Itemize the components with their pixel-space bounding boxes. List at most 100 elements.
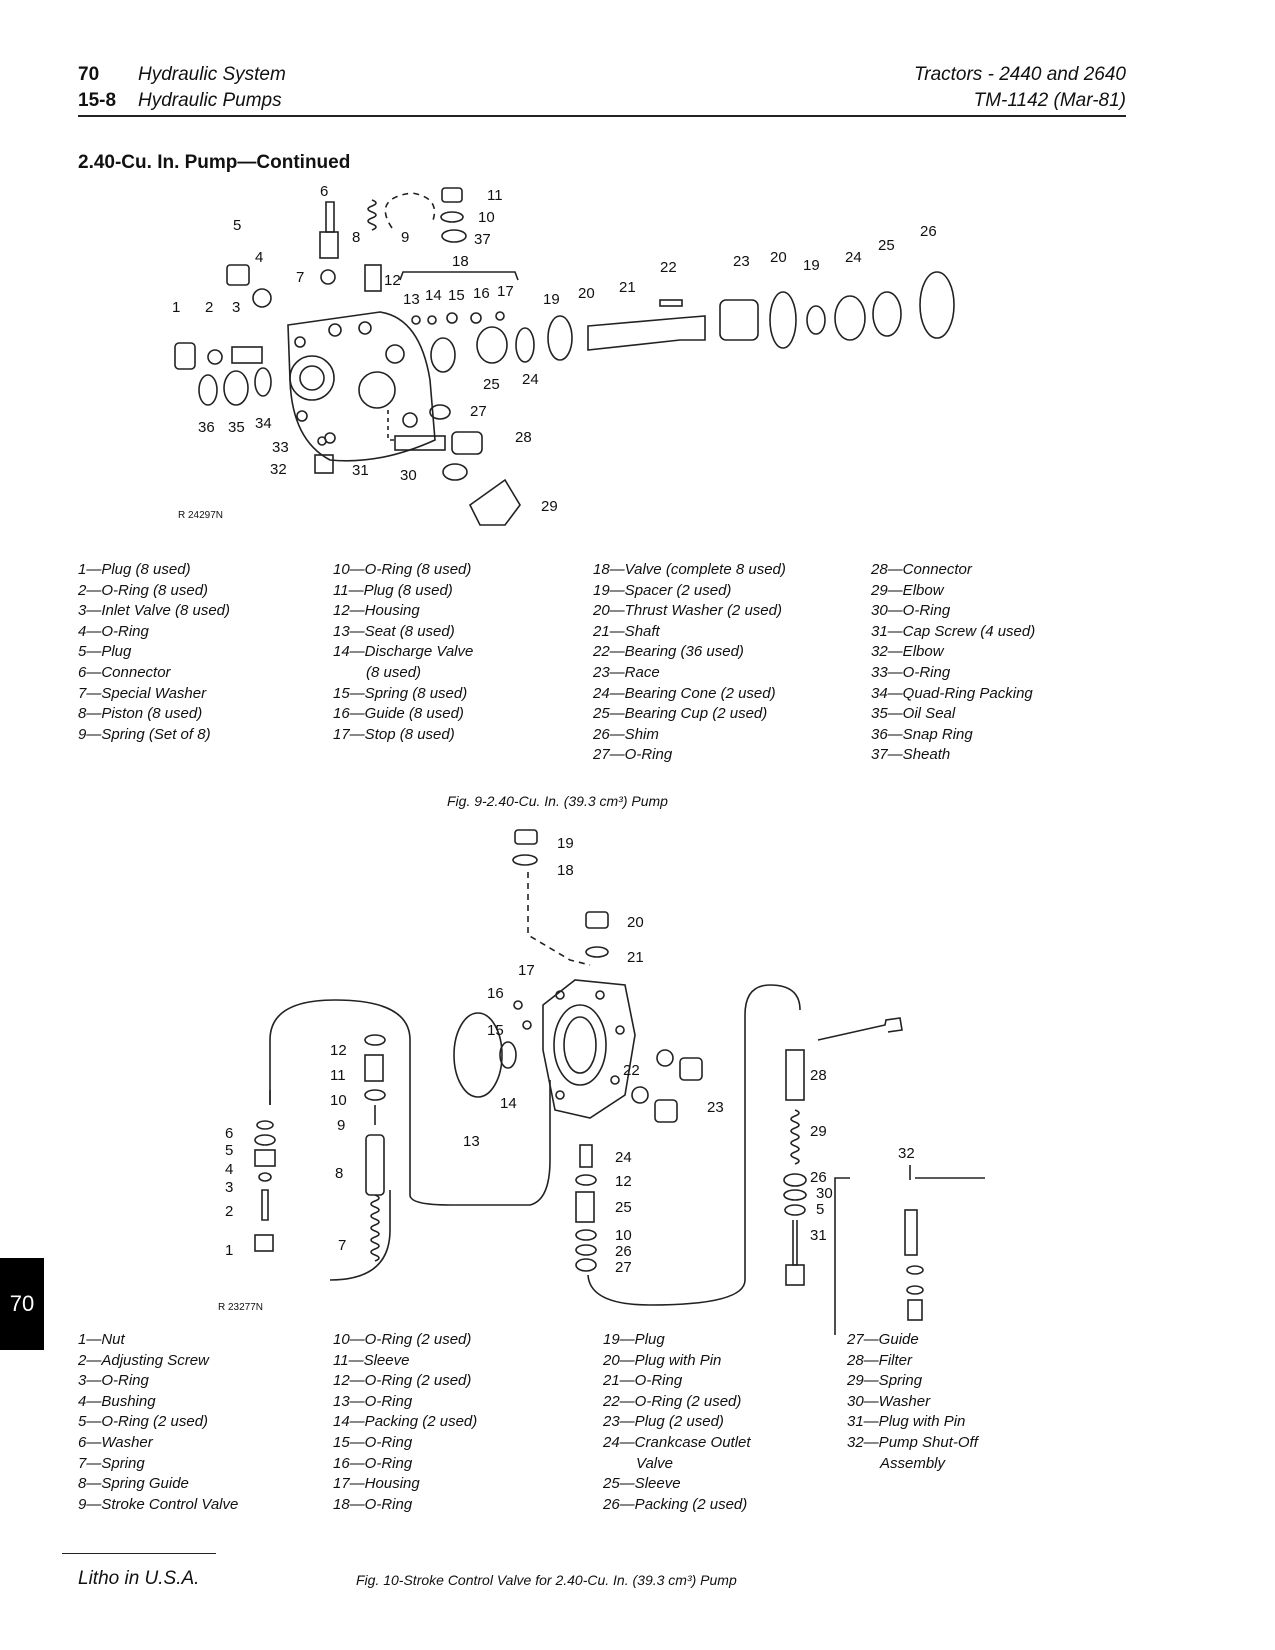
- callout: 3: [225, 1179, 233, 1196]
- callout: 18: [452, 253, 469, 270]
- legend-item: 24—Crankcase Outlet: [603, 1433, 751, 1451]
- sub-number: 15-8: [78, 90, 117, 111]
- callout: 5: [816, 1201, 824, 1218]
- legend-item: 16—O-Ring: [333, 1454, 413, 1472]
- callout: 24: [845, 249, 862, 266]
- legend-item: 14—Packing (2 used): [333, 1413, 478, 1431]
- legend-item: 24—Bearing Cone (2 used): [593, 684, 776, 702]
- callout: 23: [733, 253, 750, 270]
- callout: 8: [352, 229, 360, 246]
- legend-item: Valve: [636, 1454, 673, 1472]
- callout: 6: [320, 183, 328, 200]
- legend-item: 2—Adjusting Screw: [78, 1351, 209, 1369]
- callout: 30: [816, 1185, 833, 1202]
- legend-item: 9—Stroke Control Valve: [78, 1495, 239, 1513]
- callout: 19: [543, 291, 560, 308]
- callout: 11: [487, 187, 503, 204]
- callout: 29: [810, 1123, 827, 1140]
- callout: 16: [473, 285, 490, 302]
- page-header-right: Tractors - 2440 and 2640 TM-1142 (Mar-81…: [780, 62, 1126, 114]
- legend-item: 4—Bushing: [78, 1392, 156, 1410]
- legend-item: 32—Elbow: [871, 643, 944, 661]
- section-title: 2.40-Cu. In. Pump—Continued: [78, 152, 351, 173]
- fig10-legend-col-2: 10—O-Ring (2 used) 11—Sleeve 12—O-Ring (…: [333, 1330, 477, 1515]
- legend-item: 33—O-Ring: [871, 663, 951, 681]
- legend-item: 7—Spring: [78, 1454, 145, 1472]
- legend-item: 21—Shaft: [593, 622, 660, 640]
- callout: 19: [557, 835, 574, 852]
- legend-item: 29—Elbow: [871, 581, 944, 599]
- fig10-callouts: 1 2 3 4 5 6 7 8 9 10 11 12 13 14 15 16 1…: [218, 835, 915, 1313]
- legend-item: 3—Inlet Valve (8 used): [78, 602, 231, 620]
- callout: 36: [198, 419, 215, 436]
- callout: 10: [478, 209, 495, 226]
- callout: 12: [330, 1042, 347, 1059]
- legend-item: 18—Valve (complete 8 used): [593, 561, 786, 578]
- callout: 11: [330, 1067, 346, 1084]
- legend-item: 11—Plug (8 used): [333, 581, 453, 599]
- legend-item: 21—O-Ring: [603, 1372, 683, 1390]
- legend-item: 29—Spring: [847, 1372, 923, 1390]
- callout: 6: [225, 1125, 233, 1142]
- legend-item: 8—Piston (8 used): [78, 705, 203, 723]
- legend-item: 11—Sleeve: [333, 1351, 410, 1369]
- legend-item: 27—Guide: [847, 1331, 919, 1348]
- fig10-legend-col-1: 1—Nut 2—Adjusting Screw 3—O-Ring 4—Bushi…: [78, 1330, 238, 1515]
- callout: 13: [403, 291, 420, 308]
- legend-item: Assembly: [880, 1454, 946, 1472]
- callout: 30: [400, 467, 417, 484]
- callout: 3: [232, 299, 240, 316]
- legend-item: 35—Oil Seal: [871, 705, 956, 723]
- legend-item: 25—Sleeve: [603, 1475, 681, 1493]
- legend-item: 19—Spacer (2 used): [593, 581, 732, 599]
- fig9-callouts: 1 2 3 4 5 6 7 8 9 10 11 12 13 14 15 16 1…: [172, 183, 937, 521]
- callout: 7: [296, 269, 304, 286]
- callout: 25: [483, 376, 500, 393]
- callout: 13: [463, 1133, 480, 1150]
- header-rule: [78, 115, 1126, 117]
- legend-item: 18—O-Ring: [333, 1495, 413, 1513]
- callout: 12: [615, 1173, 632, 1190]
- legend-item: 37—Sheath: [871, 746, 951, 764]
- legend-item: 3—O-Ring: [78, 1372, 149, 1390]
- legend-item: 7—Special Washer: [78, 684, 207, 702]
- manual-id: TM-1142 (Mar-81): [973, 90, 1126, 111]
- callout: 10: [330, 1092, 347, 1109]
- legend-item: 10—O-Ring (8 used): [333, 561, 472, 578]
- footer-rule: [62, 1553, 216, 1554]
- callout: 31: [352, 462, 369, 479]
- fig9-caption: Fig. 9-2.40-Cu. In. (39.3 cm³) Pump: [447, 793, 668, 809]
- image-id: R 24297N: [178, 510, 223, 521]
- callout: 26: [810, 1169, 827, 1186]
- callout: 8: [335, 1165, 343, 1182]
- callout: 23: [707, 1099, 724, 1116]
- image-id: R 23277N: [218, 1302, 263, 1313]
- callout: 15: [448, 287, 465, 304]
- legend-item: 22—Bearing (36 used): [593, 643, 744, 661]
- callout: 14: [500, 1095, 517, 1112]
- callout: 19: [803, 257, 820, 274]
- legend-item: 34—Quad-Ring Packing: [871, 684, 1033, 702]
- legend-item: 5—O-Ring (2 used): [78, 1413, 209, 1431]
- legend-item: 30—O-Ring: [871, 602, 951, 620]
- fig10-caption: Fig. 10-Stroke Control Valve for 2.40-Cu…: [356, 1572, 737, 1588]
- legend-item: 28—Filter: [847, 1351, 913, 1369]
- legend-item: 8—Spring Guide: [78, 1475, 189, 1493]
- callout: 2: [205, 299, 213, 316]
- callout: 35: [228, 419, 245, 436]
- legend-item: 16—Guide (8 used): [333, 705, 464, 723]
- legend-item: 15—Spring (8 used): [333, 684, 468, 702]
- callout: 14: [425, 287, 442, 304]
- callout: 28: [515, 429, 532, 446]
- callout: 29: [541, 498, 558, 515]
- callout: 20: [770, 249, 787, 266]
- legend-item: 22—O-Ring (2 used): [603, 1392, 742, 1410]
- callout: 25: [878, 237, 895, 254]
- legend-item: 4—O-Ring: [78, 622, 149, 640]
- legend-item: 20—Plug with Pin: [603, 1351, 722, 1369]
- section-tab: 70: [0, 1258, 44, 1350]
- legend-item: 12—O-Ring (2 used): [333, 1372, 472, 1390]
- fig9-legend-col-3: 18—Valve (complete 8 used) 19—Spacer (2 …: [593, 560, 786, 766]
- callout: 17: [518, 962, 535, 979]
